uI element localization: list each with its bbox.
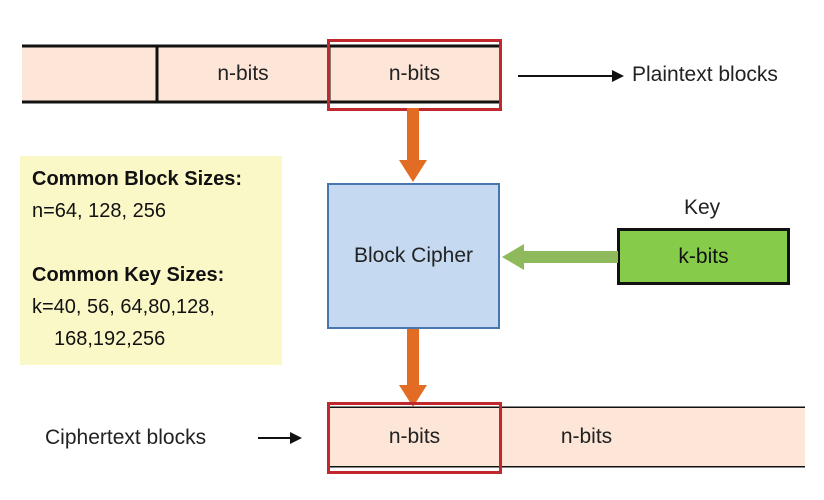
flow-arrow-down-icon — [399, 108, 427, 182]
key-sizes-values: k=40, 56, 64,80,128, — [32, 296, 215, 318]
plaintext-block: n-bits — [157, 46, 329, 102]
key-sizes-title: Common Key Sizes: — [32, 264, 225, 286]
key-caption: Key — [684, 196, 721, 219]
plaintext-highlight-frame — [327, 39, 502, 111]
flow-arrow-down-icon — [399, 329, 427, 407]
key-box: k-bits — [617, 228, 790, 285]
block-cipher-box: Block Cipher — [327, 183, 500, 329]
plaintext-blocks-label: Plaintext blocks — [632, 63, 778, 86]
key-bits-label: k-bits — [678, 244, 729, 268]
ciphertext-blocks-label: Ciphertext blocks — [45, 426, 207, 449]
ciphertext-label-arrow — [258, 432, 302, 444]
key-sizes-values-continued: 168,192,256 — [54, 328, 166, 350]
key-arrow-left-icon — [502, 244, 618, 270]
ciphertext-block: n-bits — [500, 408, 673, 466]
ciphertext-block-current: n-bits — [329, 408, 500, 466]
plaintext-block — [22, 46, 157, 102]
plaintext-block-current: n-bits — [329, 46, 500, 102]
block-cipher-label: Block Cipher — [353, 244, 474, 267]
block-sizes-title: Common Block Sizes: — [32, 168, 243, 190]
block-sizes-values: n=64, 128, 256 — [32, 200, 167, 222]
info-panel: Common Block Sizes: n=64, 128, 256 Commo… — [20, 156, 282, 365]
plaintext-label-arrow — [518, 70, 624, 82]
ciphertext-highlight-frame — [327, 402, 502, 474]
ciphertext-block — [673, 408, 805, 466]
